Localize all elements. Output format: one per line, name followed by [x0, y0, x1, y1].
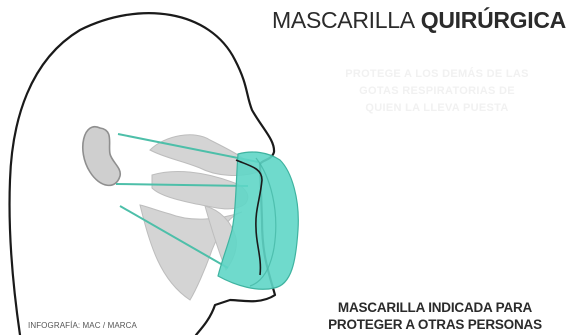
- faded-line: PROTEGE A LOS DEMÁS DE LAS: [322, 66, 552, 83]
- head-profile-illustration: [0, 0, 340, 335]
- ear: [83, 127, 120, 186]
- title-light: MASCARILLA: [272, 7, 415, 33]
- faded-line: GOTAS RESPIRATORIAS DE: [322, 83, 552, 100]
- recommendation-line-1: MASCARILLA INDICADA PARA: [310, 299, 560, 316]
- title-bold: QUIRÚRGICA: [421, 7, 566, 33]
- faded-line: QUIEN LA LLEVA PUESTA: [322, 100, 552, 117]
- recommendation-text: MASCARILLA INDICADA PARA PROTEGER A OTRA…: [310, 299, 560, 333]
- faded-description: PROTEGE A LOS DEMÁS DE LAS GOTAS RESPIRA…: [322, 66, 552, 117]
- recommendation-line-2: PROTEGER A OTRAS PERSONAS: [310, 316, 560, 333]
- credit-caption: INFOGRAFÍA: MAC / MARCA: [28, 321, 137, 330]
